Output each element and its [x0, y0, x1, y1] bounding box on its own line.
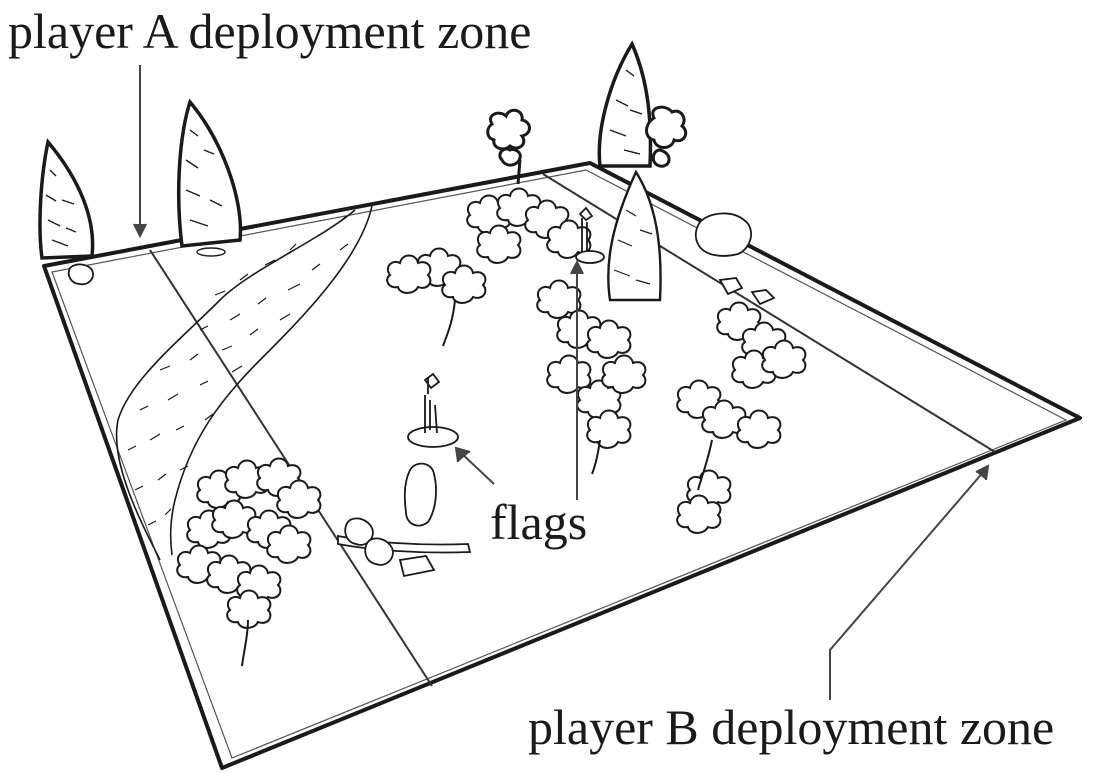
leader-lines	[133, 65, 990, 700]
conifer-tree-left	[38, 138, 95, 260]
player-b-leader-line	[829, 469, 986, 700]
fallen-log	[337, 517, 472, 566]
conifer-tree-center-left	[176, 98, 243, 257]
tree-cluster-left	[176, 457, 322, 667]
player-a-arrowhead	[133, 223, 147, 239]
flag-back	[575, 206, 605, 264]
flags-arrowhead-vertical	[570, 259, 584, 275]
river	[115, 205, 373, 561]
conifer-tree-center	[607, 169, 662, 302]
flags-label: flags	[490, 494, 588, 550]
tree-cluster-center	[386, 187, 647, 475]
flags-leader-line-diagonal	[459, 451, 495, 485]
rocks	[67, 212, 776, 578]
tree-cluster-right	[676, 301, 807, 534]
player-b-arrowhead	[975, 464, 990, 481]
player-b-zone-label: player B deployment zone	[528, 699, 1055, 755]
player-a-zone-label: player A deployment zone	[8, 3, 532, 59]
flag-center	[407, 372, 459, 448]
small-tree-back	[486, 105, 688, 185]
conifer-tree-back-right	[597, 40, 653, 168]
flags-arrowhead-diagonal	[454, 446, 471, 463]
